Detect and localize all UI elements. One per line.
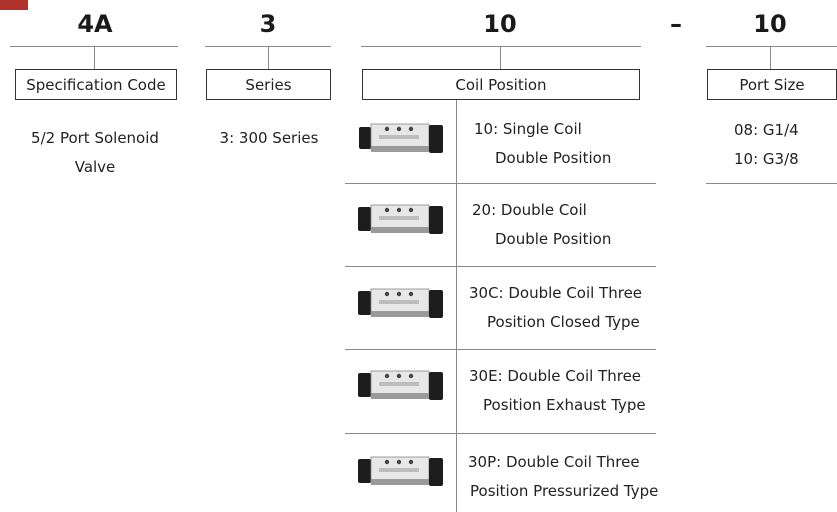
code-series: 3 — [259, 10, 277, 38]
underline-port — [706, 46, 837, 47]
code-spec: 4A — [77, 10, 113, 38]
option-10-line1: 10: Single Coil — [474, 120, 582, 138]
desc-port-line2: 10: G3/8 — [734, 150, 799, 168]
option-10-line2: Double Position — [495, 149, 612, 167]
option-separator-1 — [345, 183, 656, 184]
corner-accent — [0, 0, 28, 10]
code-coil: 10 — [483, 10, 517, 38]
solenoid-valve-icon — [358, 370, 443, 400]
desc-port-size: 08: G1/4 10: G3/8 — [734, 116, 834, 174]
solenoid-valve-icon — [358, 456, 443, 486]
option-separator-4 — [345, 433, 656, 434]
option-30c-line1: 30C: Double Coil Three — [469, 284, 643, 302]
solenoid-valve-icon — [358, 288, 443, 318]
separator-dash: – — [670, 10, 682, 38]
option-20-line1: 20: Double Coil — [472, 201, 587, 219]
port-size-underline — [706, 183, 837, 184]
option-30c-line2: Position Closed Type — [487, 313, 640, 331]
connector-port — [770, 46, 771, 69]
connector-coil — [500, 46, 501, 69]
option-separator-3 — [345, 349, 656, 350]
label-series: Series — [206, 69, 331, 100]
option-30p-line2: Position Pressurized Type — [470, 482, 659, 500]
label-spec-code: Specification Code — [15, 69, 177, 100]
connector-series — [268, 46, 269, 69]
code-port: 10 — [753, 10, 787, 38]
solenoid-valve-icon — [358, 204, 443, 234]
option-separator-2 — [345, 266, 656, 267]
option-20-line2: Double Position — [495, 230, 612, 248]
solenoid-valve-icon — [359, 123, 443, 153]
connector-spec — [94, 46, 95, 69]
label-port-size: Port Size — [707, 69, 837, 100]
underline-coil — [361, 46, 641, 47]
label-coil-position: Coil Position — [362, 69, 640, 100]
desc-spec-code: 5/2 Port Solenoid Valve — [10, 124, 180, 182]
desc-series-line1: 3: 300 Series — [219, 129, 319, 147]
desc-series: 3: 300 Series — [205, 124, 333, 153]
option-30e-line1: 30E: Double Coil Three — [469, 367, 642, 385]
option-30p-line1: 30P: Double Coil Three — [468, 453, 640, 471]
desc-spec-line1: 5/2 Port Solenoid — [31, 129, 159, 147]
desc-spec-line2: Valve — [74, 158, 116, 176]
coil-options-divider — [456, 100, 457, 512]
desc-port-line1: 08: G1/4 — [734, 121, 799, 139]
option-30e-line2: Position Exhaust Type — [483, 396, 646, 414]
